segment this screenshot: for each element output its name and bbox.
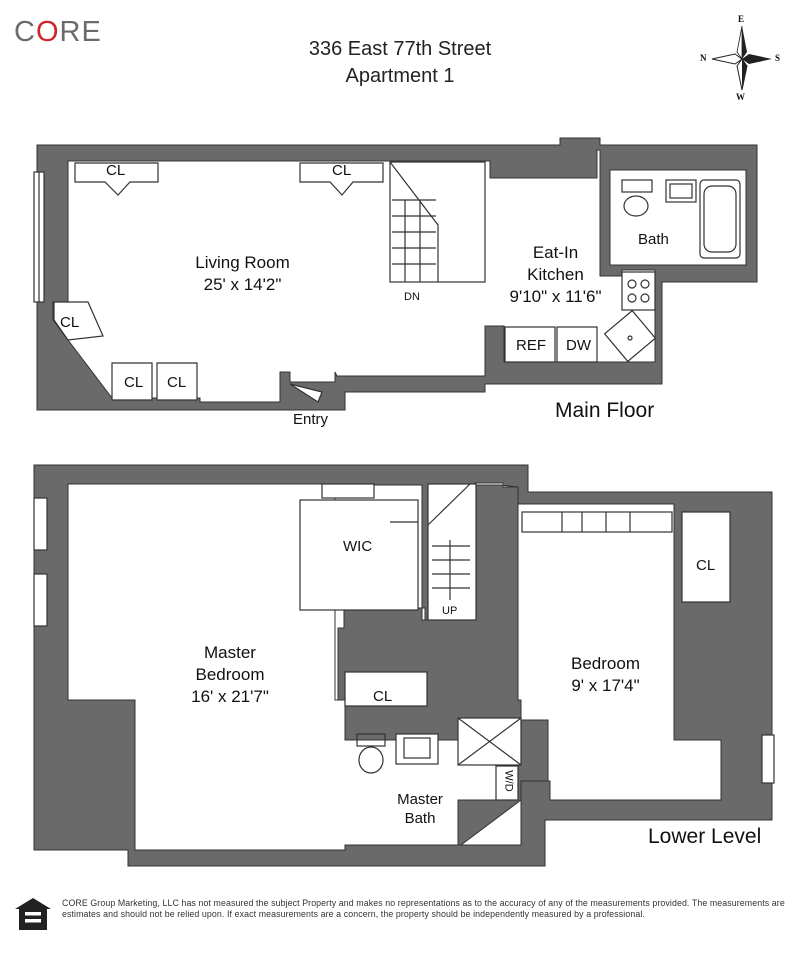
core-logo: CORE [14, 16, 102, 48]
bedroom-label: Bedroom 9' x 17'4" [548, 653, 663, 697]
closet-label: CL [60, 314, 80, 331]
master-bedroom-name-1: Master [204, 643, 256, 662]
compass-north: N [700, 53, 707, 63]
address-header: 336 East 77th Street Apartment 1 [250, 36, 550, 90]
compass-icon [711, 25, 772, 91]
entry-label: Entry [293, 411, 329, 428]
living-room-dims: 25' x 14'2" [203, 275, 282, 294]
bedroom-dims: 9' x 17'4" [571, 676, 640, 695]
closet-label: CL [373, 688, 393, 705]
closet-label: CL [696, 557, 716, 574]
main-floor-walls [36, 137, 758, 411]
kitchen-name-1: Eat-In [532, 243, 579, 262]
ref-label: REF [516, 337, 546, 354]
closet-label: CL [124, 374, 144, 391]
stairs-up-label: UP [442, 605, 458, 617]
closet-label: CL [332, 162, 352, 179]
compass-south: S [775, 53, 781, 63]
kitchen-name-2: Kitchen [527, 265, 584, 284]
living-room-name: Living Room [195, 253, 290, 272]
dw-label: DW [566, 337, 591, 354]
compass-east: E [738, 14, 745, 24]
master-bedroom-name-2: Bedroom [195, 665, 265, 684]
equal-housing-icon [15, 898, 51, 930]
address-line: 336 East 77th Street [308, 38, 492, 60]
wic-label: WIC [343, 538, 373, 555]
bath-label: Bath [638, 231, 669, 248]
bedroom-name: Bedroom [571, 654, 640, 673]
kitchen-label: Eat-In Kitchen 9'10" x 11'6" [493, 242, 618, 308]
disclaimer-text: CORE Group Marketing, LLC has not measur… [62, 898, 785, 919]
master-bath-label: Master Bath [380, 790, 460, 828]
master-bath-name-1: Master [397, 791, 443, 808]
main-floor-interior [33, 161, 741, 403]
apartment-line: Apartment 1 [345, 65, 455, 87]
stairs-down-label: DN [404, 291, 420, 303]
lower-level-walls [33, 464, 773, 867]
closet-label: CL [106, 162, 126, 179]
living-room-label: Living Room 25' x 14'2" [170, 252, 315, 296]
main-floor-label: Main Floor [555, 399, 655, 422]
master-bath-name-2: Bath [404, 810, 436, 827]
master-bedroom-label: Master Bedroom 16' x 21'7" [165, 642, 295, 708]
washer-dryer-label: W/D [502, 770, 515, 792]
lower-level-interior [33, 483, 775, 801]
master-bedroom-dims: 16' x 21'7" [191, 687, 269, 706]
kitchen-dims: 9'10" x 11'6" [509, 287, 602, 306]
lower-level-label: Lower Level [648, 825, 762, 848]
compass-west: W [736, 92, 745, 102]
closet-label: CL [167, 374, 187, 391]
